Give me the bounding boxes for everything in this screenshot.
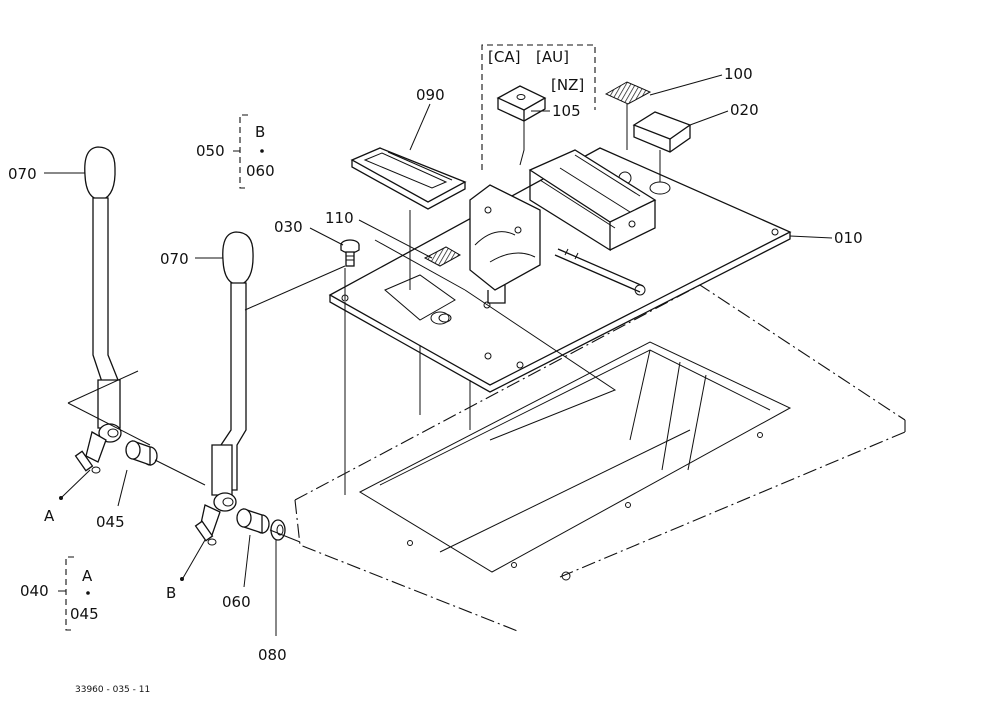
label-region-au: [AU] xyxy=(536,48,569,66)
pin-shaft xyxy=(554,248,646,296)
label-030: 030 xyxy=(274,218,303,236)
lever-guide-bracket xyxy=(469,184,541,304)
label-group-050-b: B xyxy=(255,123,265,141)
label-100: 100 xyxy=(724,65,753,83)
label-group-040-a: A xyxy=(82,567,93,585)
group-bracket-050 xyxy=(233,114,264,189)
label-090: 090 xyxy=(416,86,445,104)
bushing-060 xyxy=(236,508,270,534)
label-group-050-060: 060 xyxy=(246,162,275,180)
label-070-upper: 070 xyxy=(8,165,37,183)
pad-100 xyxy=(604,81,652,105)
label-010: 010 xyxy=(834,229,863,247)
group-bracket-040 xyxy=(58,556,90,631)
panel-010 xyxy=(328,147,792,495)
plate-090 xyxy=(350,147,467,210)
label-105: 105 xyxy=(552,102,581,120)
label-group-050: 050 xyxy=(196,142,225,160)
lever-a xyxy=(74,146,122,474)
leader-lines xyxy=(44,74,833,636)
bushing-045 xyxy=(125,440,158,466)
bolt-030 xyxy=(340,239,360,267)
label-group-040: 040 xyxy=(20,582,49,600)
washer-080 xyxy=(270,519,286,541)
region-box xyxy=(481,44,596,170)
figure-code: 33960 - 035 - 11 xyxy=(75,685,150,695)
label-020: 020 xyxy=(730,101,759,119)
hinge-channel xyxy=(528,149,657,252)
pad-110 xyxy=(423,246,462,267)
label-080: 080 xyxy=(258,646,287,664)
assembly-lines xyxy=(67,210,617,543)
label-070-lower: 070 xyxy=(160,250,189,268)
label-060: 060 xyxy=(222,593,251,611)
pad-020 xyxy=(632,111,692,153)
pad-105 xyxy=(496,85,547,122)
label-region-nz: [NZ] xyxy=(551,76,584,94)
label-110: 110 xyxy=(325,209,354,227)
lever-b xyxy=(194,231,254,546)
label-ref-b: B xyxy=(166,584,176,602)
label-region-ca: [CA] xyxy=(488,48,520,66)
label-ref-a: A xyxy=(44,507,55,525)
label-group-040-045: 045 xyxy=(70,605,99,623)
floor-frame xyxy=(294,284,906,633)
label-045: 045 xyxy=(96,513,125,531)
